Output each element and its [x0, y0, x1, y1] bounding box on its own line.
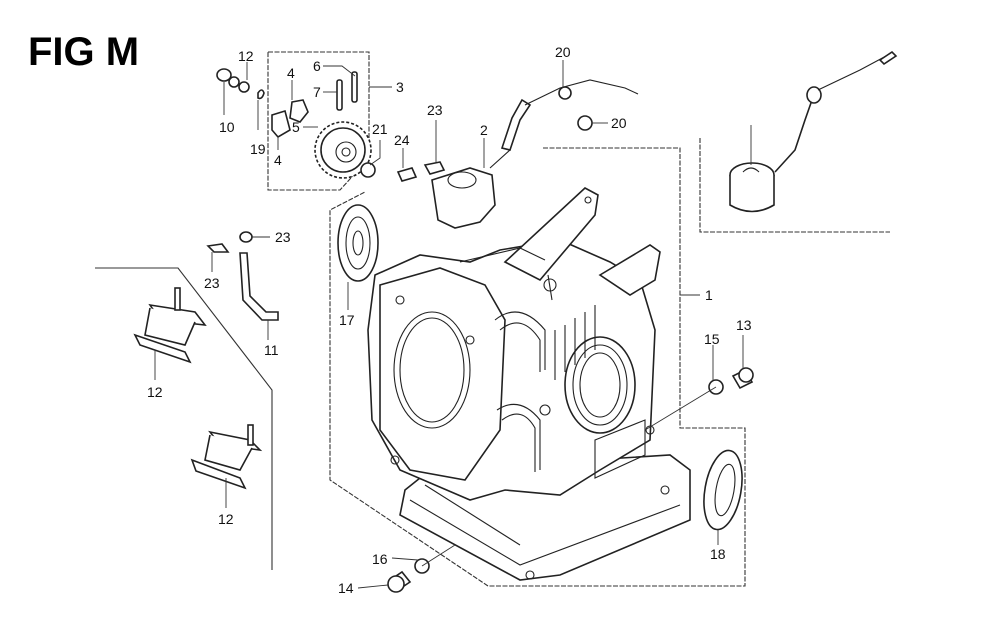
callout-2: 2 — [480, 122, 488, 138]
clip-part-21 — [206, 243, 230, 253]
callout-20b: 23 — [275, 229, 291, 245]
breather-tube-part-8 — [239, 252, 279, 321]
callout-19: 20 — [611, 115, 627, 131]
governor-pin-parts — [336, 71, 358, 111]
nut-part-19 — [577, 115, 593, 131]
governor-weight-parts — [271, 99, 309, 139]
mount-reference-line — [95, 267, 273, 570]
callout-12a: 13 — [736, 317, 752, 333]
callout-5: 5 — [292, 119, 300, 135]
callout-6a: 6 — [313, 58, 321, 74]
callout-7: 10 — [219, 119, 235, 135]
leader-lines — [154, 60, 752, 589]
washer-part-20b — [239, 231, 253, 243]
callout-12b: 14 — [338, 580, 354, 596]
bolt-parts-23 — [396, 161, 446, 182]
bearing-part-16 — [337, 204, 379, 282]
callout-23a: 23 — [427, 102, 443, 118]
figure-title: FIG M — [28, 30, 140, 74]
crankcase-group-box — [329, 147, 746, 587]
oil-seal-part-17 — [703, 449, 743, 531]
oil-switch-housing-part — [431, 79, 639, 229]
callout-4a: 4 — [287, 65, 295, 81]
callout-20a: 21 — [372, 121, 388, 137]
crankcase-leader-14b — [421, 544, 456, 567]
callout-14b: 16 — [372, 551, 388, 567]
engine-mount-part-10 — [190, 424, 263, 490]
drain-bolt-part-12a — [731, 367, 754, 390]
governor-gear-part — [314, 121, 372, 179]
callout-13: 12 — [238, 48, 254, 64]
callout-8: 11 — [264, 342, 279, 358]
oil-switch-assembly-part — [729, 50, 898, 213]
callout-11: 12 — [147, 384, 163, 400]
callout-23b: 24 — [394, 132, 410, 148]
callout-17: 18 — [710, 546, 726, 562]
oil-switch-group-box — [699, 138, 890, 233]
crankcase-part — [367, 187, 691, 581]
callout-16: 17 — [339, 312, 355, 328]
engine-mount-part-11 — [133, 287, 207, 364]
callout-10: 12 — [218, 511, 234, 527]
crankcase-leader-14a — [644, 386, 717, 431]
callout-14a: 15 — [704, 331, 720, 347]
callout-3: 3 — [396, 79, 404, 95]
callout-1: 1 — [705, 287, 713, 303]
callout-18: 20 — [555, 44, 571, 60]
drain-bolt-part-12b — [387, 570, 412, 593]
callout-15: 19 — [250, 141, 266, 157]
governor-slider-part — [216, 68, 250, 93]
callout-6b: 7 — [313, 84, 321, 100]
callout-21: 23 — [204, 275, 220, 291]
callout-4b: 4 — [274, 152, 282, 168]
washer-part-20a — [360, 162, 376, 178]
clip-part-15 — [257, 89, 265, 100]
